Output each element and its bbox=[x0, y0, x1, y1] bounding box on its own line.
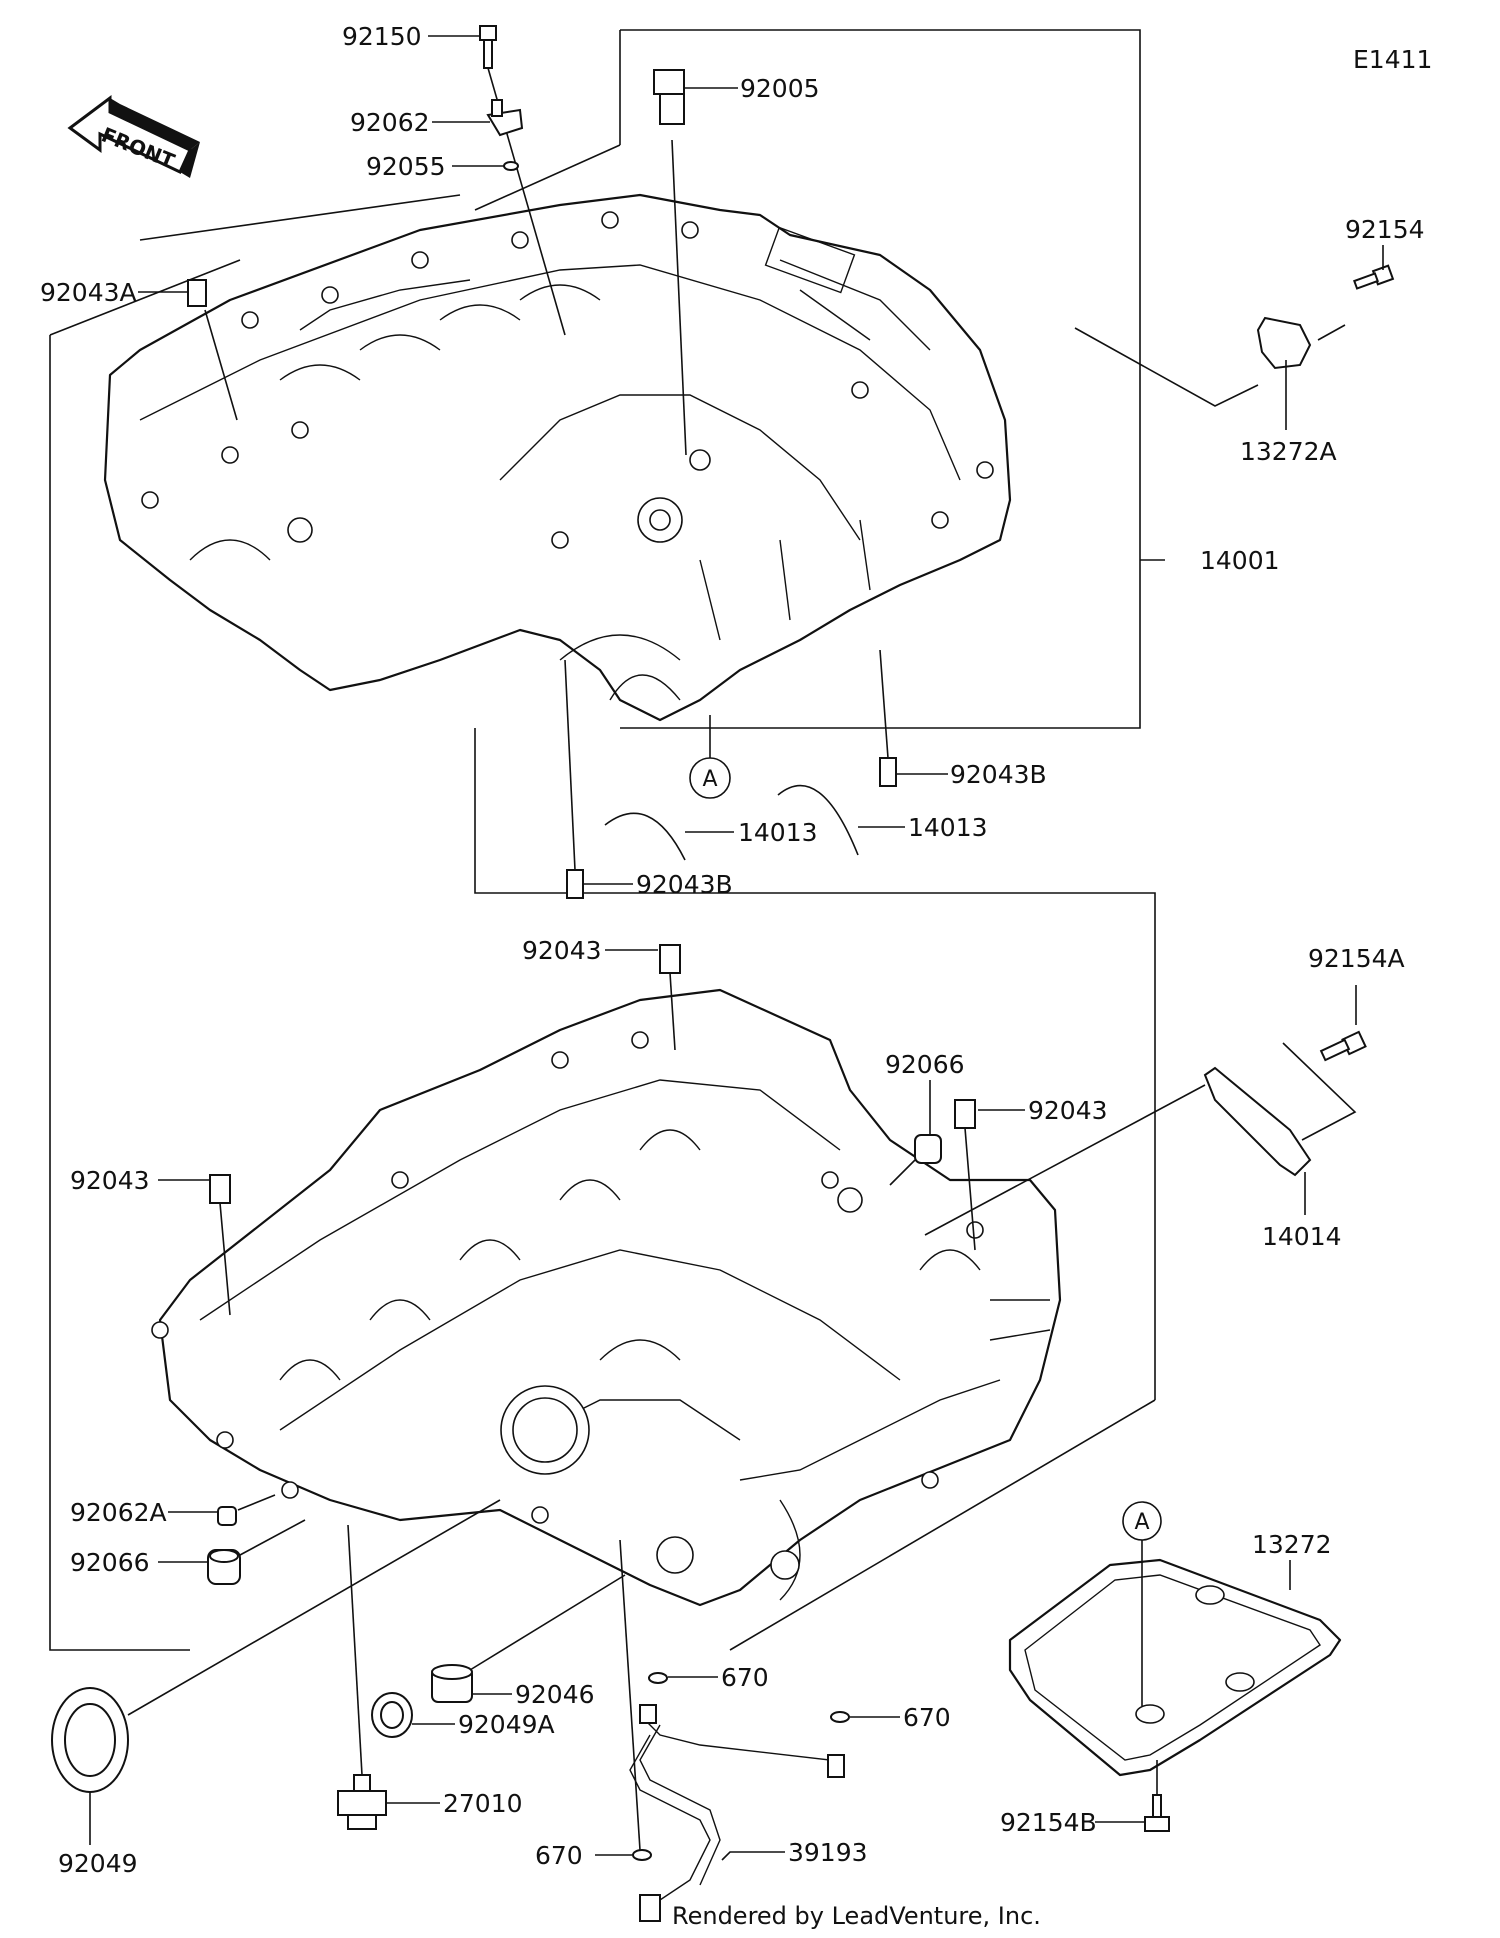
leader-92049-body bbox=[127, 1499, 501, 1716]
bearing-92046 bbox=[431, 1664, 473, 1703]
dowel-92043-right bbox=[954, 1099, 976, 1129]
seal-92049A bbox=[371, 1692, 413, 1738]
switch-27010 bbox=[337, 1774, 387, 1830]
callout-A-lower bbox=[1122, 1501, 1162, 1541]
dowel-92043B-left bbox=[566, 869, 584, 899]
label-92043-right: 92043 bbox=[1028, 1096, 1108, 1125]
bracket-92062 bbox=[486, 99, 524, 137]
oil-pipe bbox=[629, 1704, 845, 1922]
label-14014: 14014 bbox=[1262, 1222, 1342, 1251]
washer-670-a bbox=[648, 1672, 668, 1684]
diagram-code: E1411 bbox=[1353, 45, 1432, 74]
leader-14014-bracket bbox=[1282, 1042, 1357, 1141]
leader-92043-top-body bbox=[669, 972, 676, 1051]
label-92066-top: 92066 bbox=[885, 1050, 965, 1079]
callout-A-upper-text: A bbox=[702, 767, 717, 792]
plug-92066-left bbox=[207, 1549, 241, 1585]
dowel-92043-top bbox=[659, 944, 681, 974]
leader-92043-right-body bbox=[964, 1127, 976, 1251]
leader-92043B-left-body bbox=[564, 659, 576, 871]
dowel-92043A bbox=[187, 279, 207, 307]
label-92066-left: 92066 bbox=[70, 1548, 150, 1577]
leader-92005-body bbox=[671, 139, 687, 456]
label-92055: 92055 bbox=[366, 152, 446, 181]
label-92154: 92154 bbox=[1345, 215, 1425, 244]
callout-A-lower-text: A bbox=[1134, 1510, 1149, 1535]
label-92150: 92150 bbox=[342, 22, 422, 51]
label-92046: 92046 bbox=[515, 1680, 595, 1709]
label-92043A: 92043A bbox=[40, 278, 137, 307]
label-670-c: 670 bbox=[535, 1841, 583, 1870]
label-92062: 92062 bbox=[350, 108, 430, 137]
leader-39193-label bbox=[721, 1851, 785, 1861]
seal-92049 bbox=[51, 1687, 129, 1793]
leader-92043-left-body bbox=[219, 1202, 231, 1316]
leader-92066-left-body bbox=[239, 1519, 306, 1556]
dowel-92043-left bbox=[209, 1174, 231, 1204]
label-13272: 13272 bbox=[1252, 1530, 1332, 1559]
label-14001: 14001 bbox=[1200, 546, 1280, 575]
callout-A-upper bbox=[689, 757, 731, 799]
plug-92066-top bbox=[914, 1134, 942, 1164]
bearing-14013-right bbox=[777, 784, 859, 856]
lower-crankcase bbox=[151, 988, 1062, 1607]
plate-14014 bbox=[1203, 1066, 1312, 1177]
upper-case-bracket bbox=[49, 29, 1165, 1651]
leader-92154-plate bbox=[1317, 324, 1346, 341]
leader-92043B-right-body bbox=[879, 649, 889, 759]
leader-92046-body bbox=[469, 1574, 626, 1671]
label-39193: 39193 bbox=[788, 1838, 868, 1867]
leader-92043A-body bbox=[204, 309, 238, 421]
oil-strainer bbox=[1008, 1558, 1342, 1777]
label-92049: 92049 bbox=[58, 1849, 138, 1878]
label-13272A: 13272A bbox=[1240, 437, 1337, 466]
label-14013-right: 14013 bbox=[908, 813, 988, 842]
label-92043B-left: 92043B bbox=[636, 870, 733, 899]
plate-13272A bbox=[1256, 316, 1312, 370]
label-14013-left: 14013 bbox=[738, 818, 818, 847]
label-27010: 27010 bbox=[443, 1789, 523, 1818]
footer-credit: Rendered by LeadVenture, Inc. bbox=[672, 1902, 1041, 1930]
dowel-92043B-right bbox=[879, 757, 897, 787]
leader-670-c-body bbox=[619, 1539, 641, 1851]
leader-13272A-body bbox=[1074, 327, 1259, 407]
label-670-a: 670 bbox=[721, 1663, 769, 1692]
bolt-92150 bbox=[479, 25, 497, 69]
bolt-92154B bbox=[1144, 1794, 1170, 1832]
bolt-92154A bbox=[1319, 1030, 1367, 1062]
label-92062A: 92062A bbox=[70, 1498, 167, 1527]
oring-92055 bbox=[503, 161, 519, 171]
washer-670-c bbox=[632, 1849, 652, 1861]
leader-27010-body bbox=[347, 1524, 363, 1776]
label-92154A: 92154A bbox=[1308, 944, 1405, 973]
front-arrow-icon: FRONT bbox=[67, 95, 200, 178]
label-92043-left: 92043 bbox=[70, 1166, 150, 1195]
label-92049A: 92049A bbox=[458, 1710, 555, 1739]
upper-crankcase bbox=[103, 193, 1012, 722]
bearing-14013-left bbox=[604, 812, 686, 861]
fitting-92005 bbox=[653, 69, 685, 125]
label-670-b: 670 bbox=[903, 1703, 951, 1732]
fitting-92062A bbox=[217, 1506, 237, 1526]
label-92043B-right: 92043B bbox=[950, 760, 1047, 789]
bolt-92154 bbox=[1353, 264, 1395, 290]
leader-92062A-body bbox=[237, 1494, 276, 1511]
label-92043-top: 92043 bbox=[522, 936, 602, 965]
leader-92066-top-body bbox=[889, 1159, 916, 1186]
washer-670-b bbox=[830, 1711, 850, 1723]
label-92154B: 92154B bbox=[1000, 1808, 1097, 1837]
label-92005: 92005 bbox=[740, 74, 820, 103]
